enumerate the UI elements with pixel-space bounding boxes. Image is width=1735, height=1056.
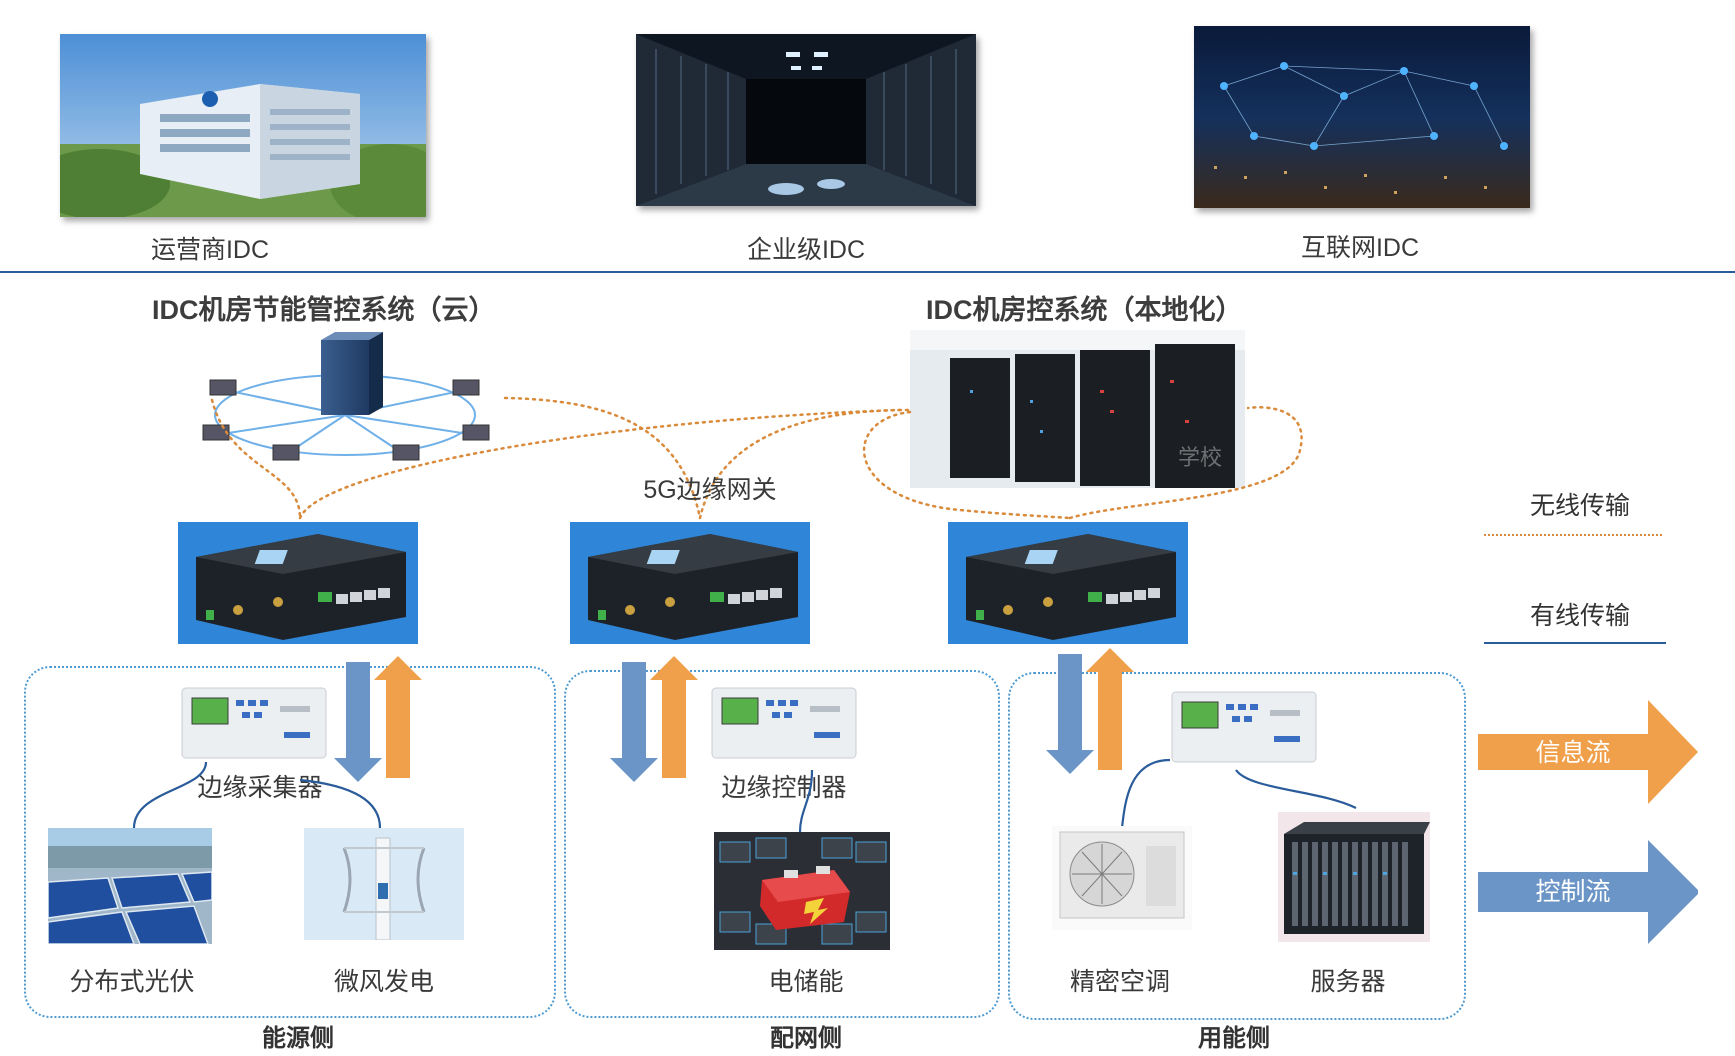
gateway-device-1 (178, 522, 418, 644)
pv-label: 分布式光伏 (69, 968, 195, 996)
legend-info-flow-arrow (1478, 700, 1698, 804)
ac-label: 精密空调 (1069, 968, 1170, 996)
zone-grid-title: 配网侧 (770, 1025, 842, 1052)
edge-collector-label: 边缘采集器 (197, 774, 323, 802)
storage-label: 电储能 (768, 968, 844, 996)
legend-control-flow-arrow (1478, 840, 1698, 944)
zone-load (1008, 672, 1466, 1020)
control-arrow-down-2 (610, 662, 658, 782)
ac-photo (1052, 826, 1192, 930)
wind-photo (304, 828, 464, 940)
storage-photo (714, 832, 890, 950)
edge-controller-label: 边缘控制器 (721, 774, 847, 802)
edge-controller-device (710, 686, 858, 760)
legend-wired-line (1484, 642, 1666, 644)
wind-label: 微风发电 (333, 968, 434, 996)
internet-idc-photo (1194, 26, 1530, 208)
internet-idc-label: 互联网IDC (1300, 234, 1420, 262)
enterprise-idc-photo (636, 34, 976, 206)
gateway-device-3 (948, 522, 1188, 644)
local-watermark: 学校 (1178, 445, 1222, 470)
legend-control-flow-label: 控制流 (1535, 878, 1610, 906)
server-photo (1278, 812, 1430, 942)
operator-idc-photo (60, 34, 426, 217)
legend-wireless-line (1484, 534, 1662, 536)
local-system-title: IDC机房控系统（本地化） (926, 295, 1243, 325)
enterprise-idc-label: 企业级IDC (746, 236, 866, 264)
top-divider (0, 271, 1735, 273)
operator-idc-label: 运营商IDC (150, 236, 270, 264)
legend-wired-label: 有线传输 (1530, 602, 1631, 630)
zone-grid (564, 670, 1000, 1018)
control-arrow-down-3 (1046, 654, 1094, 774)
cloud-system-title: IDC机房节能管控系统（云） (152, 295, 496, 325)
local-server-room-photo: 学校 (910, 330, 1245, 488)
gateway-label: 5G边缘网关 (643, 476, 777, 504)
gateway-device-2 (570, 522, 810, 644)
info-arrow-up-3 (1086, 648, 1134, 770)
info-arrow-up-1 (374, 656, 422, 778)
legend-wireless-label: 无线传输 (1530, 492, 1631, 520)
edge-collector-device (180, 686, 328, 760)
info-arrow-up-2 (650, 656, 698, 778)
server-label: 服务器 (1310, 968, 1386, 996)
zone-load-title: 用能侧 (1198, 1025, 1270, 1052)
edge-device-load (1170, 690, 1318, 764)
cloud-network-illustration (185, 330, 505, 480)
pv-photo (48, 828, 212, 944)
legend-info-flow-label: 信息流 (1535, 739, 1610, 767)
legend-flow-arrows: 信息流 控制流 (1478, 700, 1698, 944)
zone-source (24, 666, 556, 1018)
zone-source-title: 能源侧 (262, 1025, 334, 1052)
control-arrow-down-1 (334, 662, 382, 782)
